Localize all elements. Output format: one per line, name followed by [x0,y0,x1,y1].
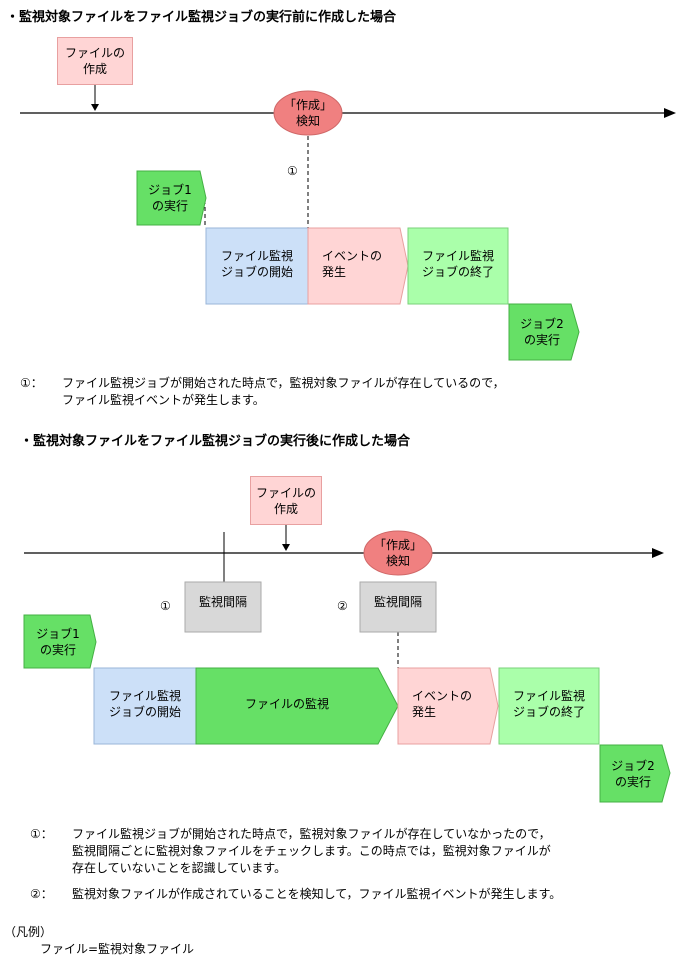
detect-ellipse-2 [363,530,433,576]
monitor-start-shape-2 [93,667,197,745]
interval2-shape [359,581,437,633]
job1-shape-2 [23,614,97,669]
note-marker-1: ①： [20,376,43,390]
event-shape-2 [397,667,499,745]
marker-2a: ① [160,599,171,613]
monitor-end-shape-1 [407,227,509,305]
marker-2b: ② [337,599,348,613]
note-text-2a: ファイル監視ジョブが開始された時点で，監視対象ファイルが存在していなかったので，… [72,827,551,875]
legend-title: （凡例） [4,925,53,939]
monitor-end-shape-2 [498,667,600,745]
note-marker-2b: ②： [30,887,53,901]
event-shape-1 [307,227,409,305]
note-text-1: ファイル監視ジョブが開始された時点で，監視対象ファイルが存在しているので， ファ… [62,376,505,407]
timeline-2-arrowhead [652,548,664,558]
detect-ellipse-1 [273,90,343,136]
section1-title: ・監視対象ファイルをファイル監視ジョブの実行前に作成した場合 [6,10,397,25]
job2-shape-2 [599,744,671,803]
legend-item: ファイル=監視対象ファイル [40,942,195,956]
monitoring-shape-2 [195,667,399,745]
interval1-shape [184,581,262,633]
file-created-box-1: ファイルの 作成 [57,37,133,85]
job2-shape-1 [508,303,580,361]
marker-1: ① [287,164,298,178]
note-text-2b: 監視対象ファイルが作成されていることを検知して，ファイル監視イベントが発生します… [72,887,562,901]
job1-shape-1 [136,170,207,226]
file-created-box-2: ファイルの 作成 [250,476,322,525]
monitor-start-shape-1 [205,227,309,305]
timeline-1-arrowhead [664,108,676,118]
note-marker-2a: ①： [30,827,53,841]
section2-title: ・監視対象ファイルをファイル監視ジョブの実行後に作成した場合 [20,434,411,449]
